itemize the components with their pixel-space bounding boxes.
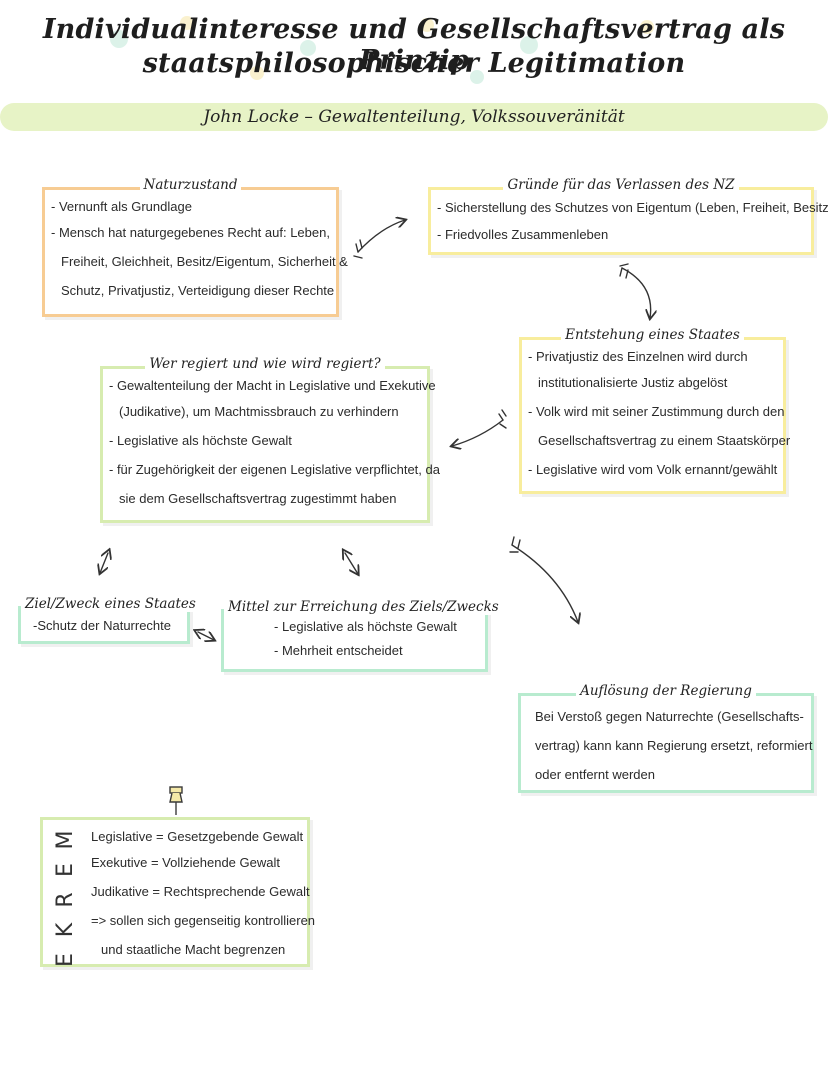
title-decoration	[250, 66, 264, 80]
arrow-icon	[357, 220, 405, 253]
regiert-line: - Legislative als höchste Gewalt	[109, 433, 292, 448]
aufloesung-heading: Auflösung der Regierung	[521, 681, 811, 701]
title-decoration	[300, 40, 316, 56]
naturzustand-line: Schutz, Privatjustiz, Verteidigung diese…	[61, 283, 335, 298]
title-decoration	[640, 20, 654, 34]
entstehung-line: - Legislative wird vom Volk ernannt/gewä…	[528, 462, 778, 477]
merke-line: => sollen sich gegenseitig kontrollieren	[91, 913, 316, 928]
title-decoration	[520, 36, 538, 54]
mittel-heading: Mittel zur Erreichung des Ziels/Zwecks	[224, 597, 503, 617]
aufloesung-line: Bei Verstoß gegen Naturrechte (Gesellsch…	[535, 709, 804, 724]
gruende-line: - Sicherstellung des Schutzes von Eigent…	[437, 200, 828, 215]
entstehung-box: Entstehung eines Staates - Privatjustiz …	[519, 327, 791, 494]
merke-box: Legislative = Gesetzgebende Gewalt Exeku…	[40, 817, 316, 967]
merke-vertical-label: M E R K E	[52, 825, 80, 975]
naturzustand-line: Freiheit, Gleichheit, Besitz/Eigentum, S…	[61, 254, 348, 269]
pushpin-icon	[169, 786, 183, 815]
gruende-line: - Friedvolles Zusammenleben	[437, 227, 609, 242]
topic-banner: John Locke – Gewaltenteilung, Volkssouve…	[0, 103, 828, 131]
mittel-line: - Legislative als höchste Gewalt	[274, 619, 457, 634]
merke-letter: E	[53, 863, 78, 877]
arrow-icon	[353, 239, 363, 259]
aufloesung-box: Auflösung der Regierung Bei Verstoß gege…	[518, 683, 814, 793]
arrow-icon	[619, 263, 629, 279]
ziel-box: Ziel/Zweck eines Staates -Schutz der Nat…	[18, 596, 200, 644]
entstehung-line: - Volk wird mit seiner Zustimmung durch …	[528, 404, 785, 419]
arrow-icon	[498, 409, 507, 429]
arrow-icon	[511, 544, 578, 622]
naturzustand-box: Naturzustand - Vernunft als Grundlage - …	[42, 177, 348, 317]
arrow-icon	[345, 553, 358, 574]
gruende-box: Gründe für das Verlassen des NZ - Sicher…	[428, 177, 828, 255]
entstehung-line: Gesellschaftsvertrag zu einem Staatskörp…	[538, 433, 791, 448]
merke-letter: K	[53, 922, 78, 938]
regiert-line: - für Zugehörigkeit der eigenen Legislat…	[109, 462, 440, 477]
title-decoration	[420, 18, 434, 32]
entstehung-line: institutionalisierte Justiz abgelöst	[538, 375, 728, 390]
naturzustand-line: - Mensch hat naturgegebenes Recht auf: L…	[51, 225, 330, 240]
merke-letter: R	[53, 892, 78, 908]
ziel-heading: Ziel/Zweck eines Staates	[21, 594, 200, 614]
naturzustand-heading: Naturzustand	[45, 175, 336, 195]
merke-line: Exekutive = Vollziehende Gewalt	[91, 855, 280, 870]
arrow-icon	[452, 419, 504, 446]
mittel-line: - Mehrheit entscheidet	[274, 643, 403, 658]
title-decoration	[110, 30, 128, 48]
regiert-line: sie dem Gesellschaftsvertrag zugestimmt …	[119, 491, 397, 506]
regiert-line: (Judikative), um Machtmissbrauch zu verh…	[119, 404, 399, 419]
gruende-heading: Gründe für das Verlassen des NZ	[431, 175, 811, 195]
entstehung-line: - Privatjustiz des Einzelnen wird durch	[528, 349, 748, 364]
page-title: Individualinteresse und Gesellschaftsver…	[42, 14, 786, 76]
entstehung-heading: Entstehung eines Staates	[522, 325, 783, 345]
mittel-box: Mittel zur Erreichung des Ziels/Zwecks -…	[221, 599, 503, 672]
arrow-icon	[198, 632, 214, 640]
naturzustand-line: - Vernunft als Grundlage	[51, 199, 192, 214]
merke-line: Legislative = Gesetzgebende Gewalt	[91, 829, 304, 844]
aufloesung-line: vertrag) kann kann Regierung ersetzt, re…	[535, 738, 813, 753]
title-decoration	[470, 70, 484, 84]
merke-line: Judikative = Rechtsprechende Gewalt	[91, 884, 310, 899]
regiert-heading: Wer regiert und wie wird regiert?	[103, 354, 427, 374]
aufloesung-line: oder entfernt werden	[535, 767, 655, 782]
arrow-icon	[621, 267, 651, 318]
merke-letter: M	[53, 830, 78, 850]
ziel-line: -Schutz der Naturrechte	[33, 618, 172, 633]
merke-letter: E	[53, 953, 78, 967]
regiert-line: - Gewaltenteilung der Macht in Legislati…	[109, 378, 436, 393]
arrow-icon	[100, 553, 108, 573]
arrow-icon	[509, 536, 521, 553]
page-subtitle: staatsphilosophischer Legitimation	[142, 48, 686, 79]
title-decoration	[180, 16, 194, 30]
regiert-box: Wer regiert und wie wird regiert? - Gewa…	[100, 356, 440, 523]
merke-line: und staatliche Macht begrenzen	[101, 942, 286, 957]
